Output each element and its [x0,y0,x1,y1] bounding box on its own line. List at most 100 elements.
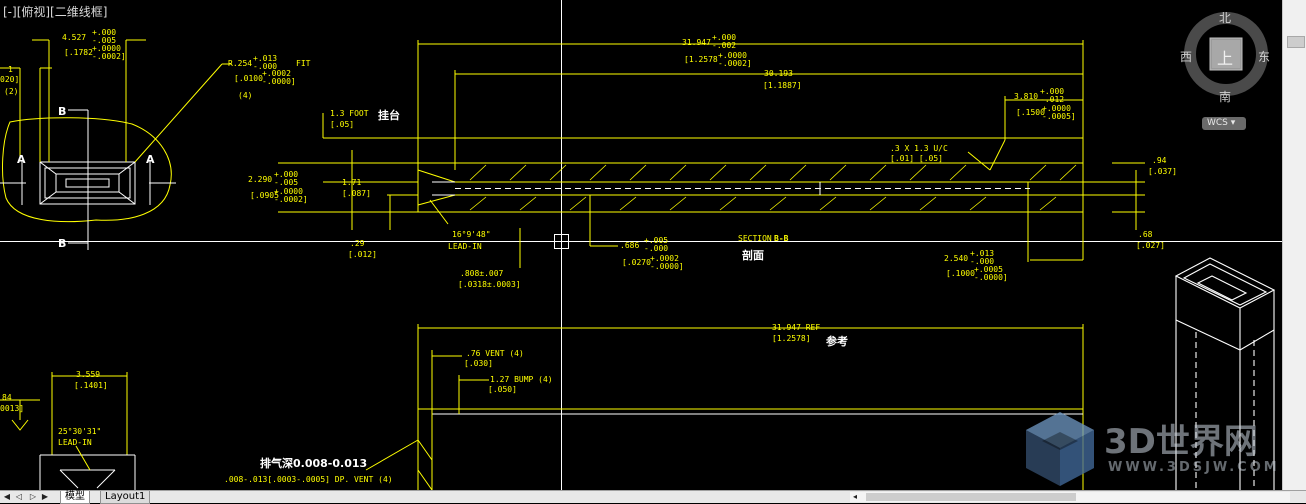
svg-text:-.0000]: -.0000] [650,262,684,271]
vertical-scroll-thumb[interactable] [1287,36,1305,48]
compass-south[interactable]: 南 [1219,90,1232,104]
svg-text:+.013: +.013 [253,54,277,63]
next-tab-icon[interactable]: ▷ [29,492,37,501]
svg-text:.76 VENT (4): .76 VENT (4) [466,349,524,358]
svg-text:0013]: 0013] [0,404,24,413]
svg-text:-.0002]: -.0002] [718,59,752,68]
svg-text:[.0270: [.0270 [622,258,651,267]
svg-text:+.000: +.000 [274,170,298,179]
svg-text:[.0100: [.0100 [234,74,263,83]
tab-model[interactable]: 模型 [60,491,90,504]
horizontal-scroll-thumb[interactable] [866,493,1076,501]
wcs-label: WCS [1207,118,1228,128]
svg-text:[.030]: [.030] [464,359,493,368]
bottom-annotations: 31.947 REF [1.2578] 参考 .76 VENT (4) [.03… [0,323,848,484]
svg-text:[.1500: [.1500 [1016,108,1045,117]
svg-text:1.27 BUMP (4): 1.27 BUMP (4) [490,375,553,384]
svg-text:1.71: 1.71 [342,178,361,187]
svg-text:+.0002: +.0002 [650,254,679,263]
svg-text:31.947: 31.947 [682,38,711,47]
svg-text:.94: .94 [1152,156,1167,165]
top-left-annotations: 4.527 +.000 -.005 [.1782 +.0000 -.0002] … [0,28,311,250]
svg-text:3.810: 3.810 [1014,92,1038,101]
viewcube[interactable]: 北 南 东 西 上 WCS ▾ [1178,8,1274,136]
svg-text:[.0318±.0003]: [.0318±.0003] [458,280,521,289]
layout-tab-bar: ◀ ◁ ▷ ▶ 模型 Layout1 ◂ [0,490,1306,504]
svg-text:.686: .686 [620,241,639,250]
svg-text:参考: 参考 [826,334,848,348]
svg-text:+.000: +.000 [1040,87,1064,96]
watermark: 3D世界网 WWW.3DSJW.COM [1020,408,1282,490]
svg-text:.29: .29 [350,239,365,248]
tab-layout1[interactable]: Layout1 [100,491,151,504]
svg-text:R.254: R.254 [228,59,252,68]
svg-text:[.1401]: [.1401] [74,381,108,390]
svg-text:2.290: 2.290 [248,175,272,184]
svg-text:SECTION: SECTION [738,234,772,243]
svg-text:.68: .68 [1138,230,1153,239]
svg-text:(2): (2) [4,87,18,96]
compass-west[interactable]: 西 [1180,50,1193,64]
svg-text:-.005: -.005 [92,36,116,45]
svg-text:.3 X 1.3 U/C: .3 X 1.3 U/C [890,144,948,153]
svg-text:-.005: -.005 [274,178,298,187]
svg-text:FIT: FIT [296,59,311,68]
svg-text:A: A [17,153,26,166]
svg-text:LEAD-IN: LEAD-IN [58,438,92,447]
section-annotations: 31.947 +.000 -.002 [1.2578 +.0000 -.0002… [248,33,1177,289]
svg-text:[.0905: [.0905 [250,191,279,200]
svg-text:[.037]: [.037] [1148,167,1177,176]
svg-text:挂台: 挂台 [378,108,400,122]
svg-text:+.005: +.005 [644,236,668,245]
compass-east[interactable]: 东 [1258,50,1271,64]
svg-text:1: 1 [8,65,13,74]
svg-text:[.027]: [.027] [1136,241,1165,250]
vertical-scrollbar[interactable] [1282,0,1306,490]
compass-north[interactable]: 北 [1219,11,1232,25]
svg-text:+.0002: +.0002 [262,69,291,78]
svg-text:[.050]: [.050] [488,385,517,394]
horizontal-scrollbar[interactable]: ◂ [850,492,1290,502]
svg-text:[.087]: [.087] [342,189,371,198]
svg-text:+.0000: +.0000 [1042,104,1071,113]
svg-text:[.012]: [.012] [348,250,377,259]
svg-text:[.1782: [.1782 [64,48,93,57]
svg-text:B-B: B-B [774,234,789,243]
prev-tab-icon[interactable]: ◁ [15,492,23,501]
svg-text:+.000: +.000 [712,33,736,42]
svg-text:30.193: 30.193 [764,69,793,78]
svg-text:+.013: +.013 [970,249,994,258]
svg-text:+.000: +.000 [92,28,116,37]
svg-text:1.3 FOOT: 1.3 FOOT [330,109,369,118]
model-viewport[interactable]: 4.527 +.000 -.005 [.1782 +.0000 -.0002] … [0,0,1282,490]
crosshair [0,0,1282,490]
svg-text:-.0002]: -.0002] [92,52,126,61]
wcs-menu[interactable]: WCS ▾ [1202,117,1246,130]
bottom-view [0,324,1084,490]
cad-drawing: 4.527 +.000 -.005 [.1782 +.0000 -.0002] … [0,0,1282,490]
svg-text:-.000: -.000 [970,257,994,266]
svg-text:剖面: 剖面 [742,248,764,262]
svg-text:+.0005: +.0005 [974,265,1003,274]
svg-text:84: 84 [2,393,12,402]
viewcube-face-top[interactable]: 上 [1217,49,1234,68]
svg-text:-.012: -.012 [1040,95,1064,104]
viewport-controls-label[interactable]: [-][俯视][二维线框] [3,5,108,19]
top-left-view [0,39,232,250]
svg-text:-.0000]: -.0000] [262,77,296,86]
svg-text:+.0000: +.0000 [92,44,121,53]
section-view [278,40,1145,268]
svg-text:-.0005]: -.0005] [1042,112,1076,121]
svg-text:[1.1887]: [1.1887] [763,81,802,90]
first-tab-icon[interactable]: ◀ [3,492,11,501]
svg-text:.008-.013[.0003-.0005] DP. VEN: .008-.013[.0003-.0005] DP. VENT (4) [224,475,393,484]
svg-text:排气深0.008-0.013: 排气深0.008-0.013 [260,456,367,470]
chevron-down-icon: ▾ [1230,118,1236,128]
scroll-left-icon[interactable]: ◂ [852,492,857,501]
watermark-text: 3D世界网 [1104,422,1258,462]
svg-text:-.000: -.000 [253,62,277,71]
dim-text: 4.527 [62,33,86,42]
svg-text:A: A [146,153,155,166]
last-tab-icon[interactable]: ▶ [41,492,49,501]
svg-text:-.000: -.000 [644,244,668,253]
